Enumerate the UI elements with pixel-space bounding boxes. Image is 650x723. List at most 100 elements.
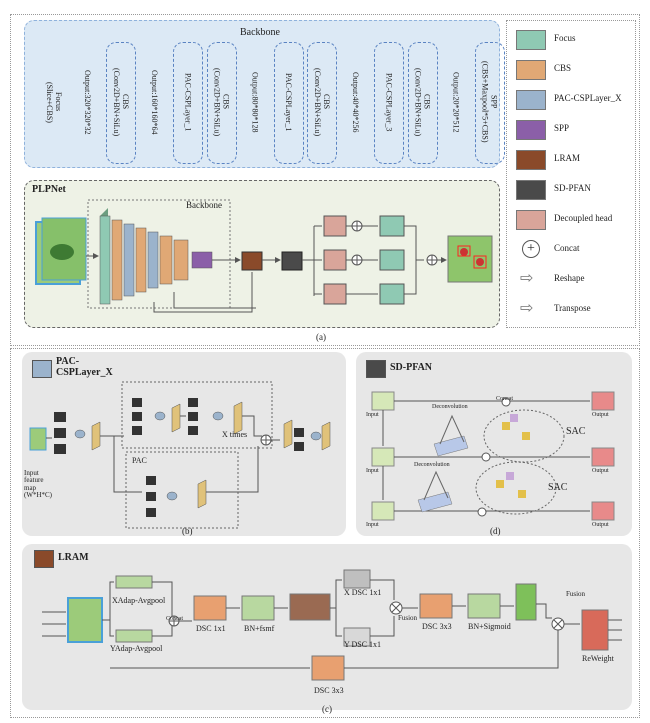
legend bbox=[506, 20, 636, 328]
concat-label-c: Concat bbox=[166, 616, 183, 622]
output-image bbox=[447, 235, 493, 283]
backbone-col-box bbox=[307, 42, 337, 164]
arrow-icon: ⇨ bbox=[520, 300, 534, 317]
backbone-col-label: Output:40*40*256 bbox=[350, 71, 360, 133]
panel-a-frame bbox=[10, 14, 640, 346]
ydsc-label: Y DSC 1x1 bbox=[344, 640, 382, 649]
head-branches bbox=[314, 215, 424, 305]
output-label-3: Output bbox=[592, 522, 609, 528]
input-image bbox=[35, 217, 87, 285]
backbone-col-label: Output:20*20*512 bbox=[451, 71, 461, 133]
output-label-2: Output bbox=[592, 468, 609, 474]
legend-label: LRAM bbox=[554, 153, 581, 163]
backbone-col-label: PAC-CSPLayer_3 bbox=[384, 72, 394, 132]
backbone-col-label: PAC-CSPLayer_1 bbox=[183, 72, 193, 132]
backbone-col-box bbox=[273, 42, 304, 164]
caption-a: (a) bbox=[316, 332, 326, 342]
panel-c bbox=[22, 544, 632, 710]
backbone-col-box bbox=[173, 42, 203, 164]
output-label-1: Output bbox=[592, 412, 609, 418]
bn-fsmf-label: BN+fsmf bbox=[244, 624, 275, 633]
legend-label: SD-PFAN bbox=[554, 183, 591, 193]
caption-b: (b) bbox=[182, 526, 193, 536]
lram-title: LRAM bbox=[58, 552, 89, 563]
plpnet-diagram bbox=[35, 199, 493, 313]
lram-title-icon bbox=[34, 550, 54, 568]
dsc1-label: DSC 1x1 bbox=[196, 624, 226, 633]
arrow-icon: ⇨ bbox=[520, 270, 534, 287]
xadap-label: XAdap-Avgpool bbox=[112, 596, 166, 605]
yadap-label: YAdap-Avgpool bbox=[110, 644, 163, 653]
inner-backbone-label: Backbone bbox=[186, 200, 222, 210]
backbone-col-box bbox=[374, 42, 404, 164]
dsc3b-label: DSC 3x3 bbox=[314, 686, 344, 695]
sac-label-1: SAC bbox=[566, 426, 586, 437]
inner-backbone-box bbox=[87, 199, 231, 309]
backbone-panel bbox=[24, 20, 500, 168]
lram-block bbox=[241, 251, 263, 271]
bn-sigmoid-label: BN+Sigmoid bbox=[468, 622, 511, 631]
backbone-col-box bbox=[106, 42, 136, 164]
sdpfan-title: SD-PFAN bbox=[390, 362, 433, 373]
backbone-col-label: Output:320*320*32 bbox=[82, 69, 92, 135]
backbone-stack bbox=[99, 208, 213, 305]
legend-label: Transpose bbox=[554, 303, 591, 313]
panel-d bbox=[356, 352, 632, 536]
backbone-col-label: Output:160*160*64 bbox=[149, 69, 159, 135]
input-feature-label: Input feature map (W*H*C) bbox=[24, 469, 52, 500]
legend-label: Decoupled head bbox=[554, 213, 613, 223]
backbone-col-box bbox=[206, 42, 237, 164]
lram-diagram bbox=[42, 569, 622, 681]
concat-icon: + bbox=[522, 240, 540, 258]
fusion1-label: Fusion bbox=[398, 614, 418, 622]
backbone-col-label: SPP (CBS+Maxpool*5+CBS) bbox=[480, 61, 499, 143]
pac-title: PAC- CSPLayer_X bbox=[56, 356, 113, 378]
backbone-col-label: CBS (Conv2D+BN+SiLu) bbox=[413, 67, 432, 137]
backbone-col-box bbox=[407, 42, 438, 164]
sdpfan-block bbox=[281, 251, 303, 271]
legend-swatch bbox=[516, 150, 546, 170]
backbone-col-box bbox=[474, 42, 505, 164]
reweight-label: ReWeight bbox=[582, 654, 614, 663]
pac-inner-label: PAC bbox=[132, 456, 147, 465]
concat-label-d: Concat bbox=[496, 396, 513, 402]
input-label-2: Input bbox=[366, 468, 379, 474]
dsc3a-label: DSC 3x3 bbox=[422, 622, 452, 631]
legend-label: Reshape bbox=[554, 273, 585, 283]
input-label-1: Input bbox=[366, 412, 379, 418]
legend-label: PAC-CSPLayer_X bbox=[554, 93, 622, 103]
x-times-label: X times bbox=[222, 430, 248, 439]
deconv-label-1: Deconvolution bbox=[432, 404, 468, 410]
legend-swatch bbox=[516, 60, 546, 80]
pac-diagram bbox=[29, 381, 331, 529]
legend-label: CBS bbox=[554, 63, 572, 73]
backbone-col-label: CBS (Conv2D+BN+SiLu) bbox=[313, 67, 331, 137]
legend-swatch bbox=[516, 210, 546, 230]
sdpfan-title-icon bbox=[366, 360, 386, 378]
caption-d: (d) bbox=[490, 526, 501, 536]
sdpfan-diagram bbox=[371, 391, 615, 521]
caption-c: (c) bbox=[322, 704, 332, 714]
legend-swatch bbox=[516, 30, 546, 50]
legend-label: Concat bbox=[554, 243, 580, 253]
legend-swatch bbox=[516, 120, 546, 140]
deconv-label-2: Deconvolution bbox=[414, 462, 450, 468]
backbone-col-label: Output:80*80*128 bbox=[250, 71, 260, 133]
legend-label: SPP bbox=[554, 123, 570, 133]
legend-label: Focus bbox=[554, 33, 576, 43]
pac-title-icon bbox=[32, 360, 52, 378]
legend-swatch bbox=[516, 180, 546, 200]
input-feature-map bbox=[29, 427, 47, 451]
fusion2-label: Fusion bbox=[566, 590, 586, 598]
lower-frame bbox=[10, 348, 640, 718]
backbone-col-label: CBS (Conv2D+BN+SiLu) bbox=[212, 67, 231, 137]
plpnet-title: PLPNet bbox=[32, 184, 66, 195]
sac-label-2: SAC bbox=[548, 482, 568, 493]
backbone-col-label: PAC-CSPLayer_1 bbox=[283, 72, 293, 132]
backbone-col-label: CBS (Conv2D+BN+SiLu) bbox=[112, 67, 130, 137]
lram-input-image bbox=[67, 597, 103, 643]
backbone-col-label: Focus (Slice+CBS) bbox=[45, 81, 63, 123]
legend-swatch bbox=[516, 90, 546, 110]
input-label-3: Input bbox=[366, 522, 379, 528]
xdsc-label: X DSC 1x1 bbox=[344, 588, 382, 597]
